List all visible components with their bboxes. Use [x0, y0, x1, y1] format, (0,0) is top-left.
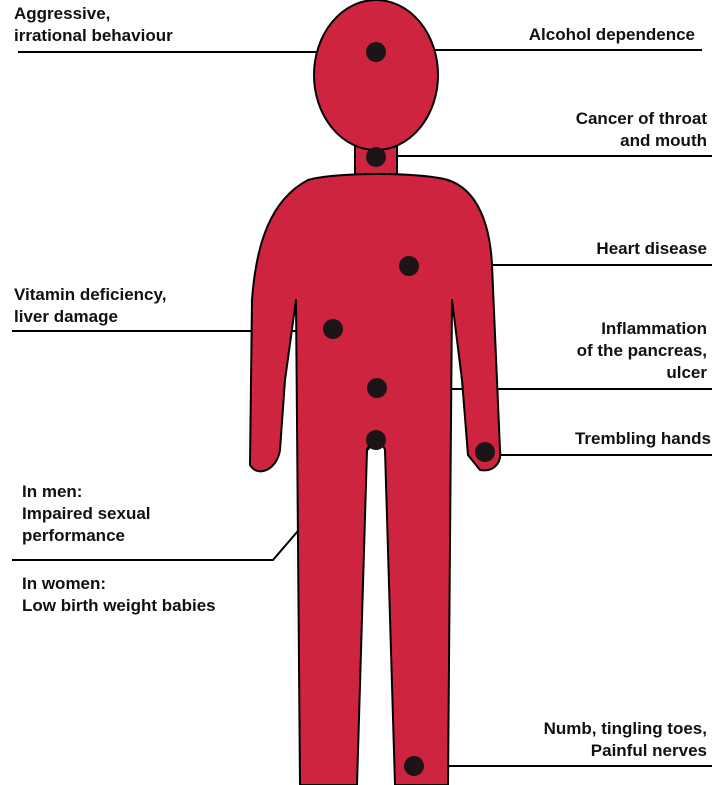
label-line: Numb, tingling toes,: [544, 718, 707, 740]
head: [314, 0, 438, 150]
label-line: Impaired sexual: [22, 503, 151, 525]
marker-groin: [366, 430, 386, 450]
marker-toes: [404, 756, 424, 776]
label-line: Low birth weight babies: [22, 595, 216, 617]
label-line: In women:: [22, 573, 216, 595]
label-line: Painful nerves: [544, 740, 707, 762]
marker-liver: [323, 319, 343, 339]
marker-pancreas: [367, 378, 387, 398]
label-line: In men:: [22, 481, 151, 503]
label-line: liver damage: [14, 306, 166, 328]
marker-heart: [399, 256, 419, 276]
label-line: irrational behaviour: [14, 25, 173, 47]
label-line: Vitamin deficiency,: [14, 284, 166, 306]
marker-hand: [475, 442, 495, 462]
label-women: In women: Low birth weight babies: [22, 573, 216, 617]
label-trembling: Trembling hands: [575, 428, 711, 450]
label-line: performance: [22, 525, 151, 547]
label-line: Aggressive,: [14, 3, 173, 25]
label-line: Heart disease: [596, 238, 707, 260]
label-men: In men: Impaired sexual performance: [22, 481, 151, 547]
label-toes: Numb, tingling toes, Painful nerves: [544, 718, 707, 762]
label-aggressive: Aggressive, irrational behaviour: [14, 3, 173, 47]
label-cancer: Cancer of throat and mouth: [576, 108, 707, 152]
label-heart: Heart disease: [596, 238, 707, 260]
marker-head: [366, 42, 386, 62]
label-line: Inflammation: [577, 318, 707, 340]
label-line: and mouth: [576, 130, 707, 152]
label-vitamin: Vitamin deficiency, liver damage: [14, 284, 166, 328]
label-line: Trembling hands: [575, 428, 711, 450]
marker-throat: [366, 147, 386, 167]
torso: [250, 174, 500, 785]
label-line: of the pancreas,: [577, 340, 707, 362]
label-line: Alcohol dependence: [529, 24, 695, 46]
label-pancreas: Inflammation of the pancreas, ulcer: [577, 318, 707, 384]
label-alcohol: Alcohol dependence: [529, 24, 695, 46]
label-line: ulcer: [577, 362, 707, 384]
label-line: Cancer of throat: [576, 108, 707, 130]
